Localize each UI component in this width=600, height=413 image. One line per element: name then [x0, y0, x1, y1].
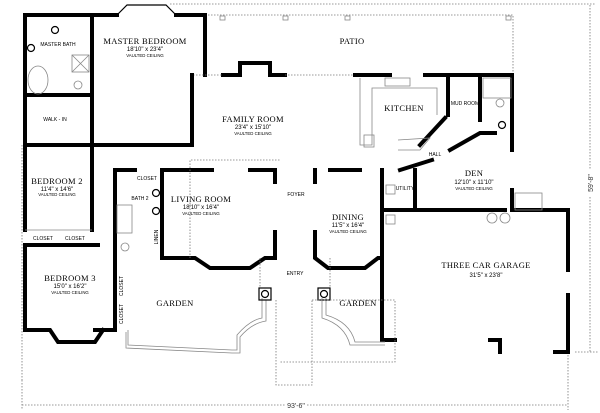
- garage-label: THREE CAR GARAGE: [441, 260, 530, 270]
- walk-in-label: WALK - IN: [43, 117, 67, 123]
- master-bath-label: MASTER BATH: [40, 42, 76, 48]
- water-heater: [486, 212, 498, 224]
- closet-label: CLOSET: [119, 276, 125, 296]
- closet-label: CLOSET: [119, 304, 125, 324]
- bedroom-3-size: 15'0" x 16'2": [54, 284, 87, 290]
- dining-note: VAULTED CEILING: [329, 229, 367, 234]
- patio-label: PATIO: [340, 36, 365, 46]
- bedroom-2-label: BEDROOM 2: [31, 176, 83, 186]
- master-bedroom-size: 18'10" x 23'4": [127, 47, 163, 53]
- bath-2-label: BATH 2: [131, 196, 148, 202]
- column: [317, 287, 331, 301]
- shower-2: [482, 77, 512, 99]
- width-dimension: 93'-6": [287, 403, 305, 410]
- family-room-size: 23'4" x 15'10": [235, 125, 271, 131]
- closet-label: CLOSET: [33, 236, 53, 242]
- bathtub-2: [116, 204, 133, 234]
- utility-label: UTILITY: [396, 186, 415, 192]
- closet-label: CLOSET: [65, 236, 85, 242]
- bathtub: [27, 65, 49, 95]
- garden-walls: [125, 159, 396, 386]
- living-room-size: 18'10" x 16'4": [183, 205, 219, 211]
- sink: [50, 25, 60, 35]
- master-bedroom-label: MASTER BEDROOM: [103, 36, 186, 46]
- column: [258, 287, 272, 301]
- bedroom-2-note: VAULTED CEILING: [38, 192, 76, 197]
- depth-dimension: 59'-8": [588, 174, 595, 192]
- garden-label: GARDEN: [339, 298, 376, 308]
- toilet-2: [120, 242, 130, 252]
- fixtures: [26, 25, 543, 252]
- bedroom-3-note: VAULTED CEILING: [51, 290, 89, 295]
- kitchen-counters: [359, 77, 438, 151]
- living-room-note: VAULTED CEILING: [182, 211, 220, 216]
- dimension-labels: 93'-6" 59'-8": [285, 170, 595, 410]
- foyer-label: FOYER: [287, 192, 305, 198]
- garden-label: GARDEN: [156, 298, 193, 308]
- family-room-label: FAMILY ROOM: [222, 114, 284, 124]
- family-room-note: VAULTED CEILING: [234, 131, 272, 136]
- closet-label: CLOSET: [137, 176, 157, 182]
- mud-room-label: MUD ROOM: [451, 101, 479, 107]
- toilet: [73, 80, 83, 90]
- bedroom-3-label: BEDROOM 3: [44, 273, 96, 283]
- linen-label: LINEN: [154, 229, 160, 244]
- den-label: DEN: [465, 168, 483, 178]
- dining-label: DINING: [332, 212, 364, 222]
- walls: [23, 4, 570, 354]
- kitchen-label: KITCHEN: [384, 103, 423, 113]
- dining-size: 11'5" x 16'4": [332, 223, 364, 229]
- master-bedroom-note: VAULTED CEILING: [126, 53, 164, 58]
- shower: [71, 54, 90, 73]
- den-note: VAULTED CEILING: [455, 186, 493, 191]
- living-room-label: LIVING ROOM: [171, 194, 231, 204]
- patio: [205, 14, 514, 75]
- garage-size: 31'5" x 23'8": [470, 273, 503, 279]
- entry-label: ENTRY: [287, 271, 305, 277]
- sink: [26, 43, 36, 53]
- bedroom-2-size: 11'4" x 14'6": [41, 187, 73, 193]
- den-size: 12'10" x 11'10": [454, 180, 493, 186]
- hall-label: HALL: [429, 152, 442, 158]
- room-labels: MASTER BEDROOM 18'10" x 23'4" VAULTED CE…: [31, 36, 530, 324]
